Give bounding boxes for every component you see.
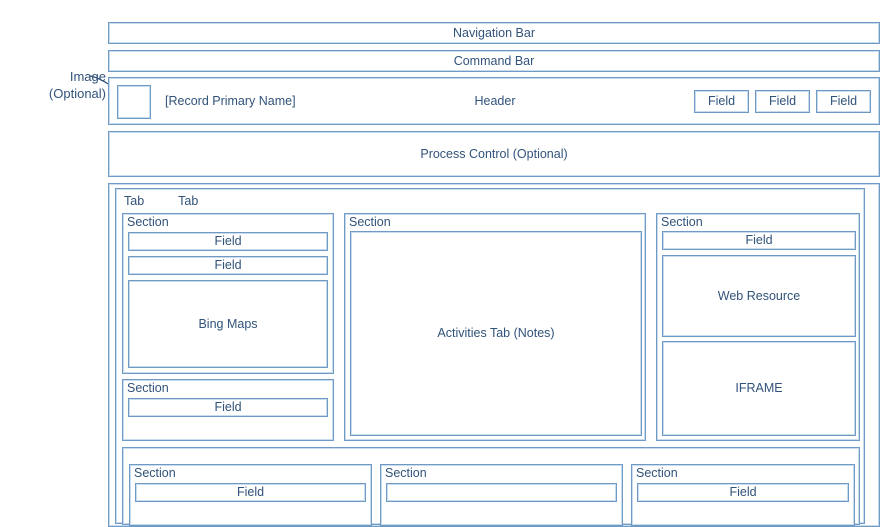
section-bottom-1-title: Section [134, 466, 176, 480]
section-left-2-field-1-label: Field [214, 400, 242, 415]
section-bottom-3: Section Field [631, 464, 855, 526]
section-bottom-3-field-1[interactable]: Field [637, 483, 849, 502]
tab-2[interactable]: Tab [178, 194, 199, 208]
section-bottom-3-title: Section [636, 466, 678, 480]
web-resource-control[interactable]: Web Resource [662, 255, 856, 337]
iframe-control[interactable]: IFRAME [662, 341, 856, 436]
header-strip: [Record Primary Name] Header Field Field… [108, 77, 880, 125]
section-bottom-1: Section Field [129, 464, 372, 526]
header-field-3-label: Field [829, 94, 858, 109]
columns-container: Section Field Field Bing Maps Section [122, 213, 860, 441]
web-resource-label: Web Resource [717, 288, 801, 303]
section-left-1-title: Section [127, 215, 169, 229]
activities-tab-label: Activities Tab (Notes) [437, 326, 555, 341]
section-bottom-2-field-1[interactable] [386, 483, 617, 502]
process-control-label: Process Control (Optional) [420, 146, 568, 161]
header-field-2-label: Field [768, 94, 797, 109]
header-field-1-label: Field [707, 94, 736, 109]
section-left-1-field-1[interactable]: Field [128, 232, 328, 251]
section-left-1-field-2-label: Field [214, 258, 242, 273]
header-field-1[interactable]: Field [694, 90, 749, 113]
form-body-inner: Tab Tab Section Field Field [115, 188, 865, 526]
header-field-2[interactable]: Field [755, 90, 810, 113]
record-image-placeholder[interactable] [117, 85, 151, 119]
column-left: Section Field Field Bing Maps Section [122, 213, 334, 441]
header-fields-group: Field Field Field [694, 90, 871, 113]
section-bottom-3-field-1-label: Field [729, 485, 757, 500]
section-left-2-field-1[interactable]: Field [128, 398, 328, 417]
navigation-bar[interactable]: Navigation Bar [108, 22, 880, 44]
tab-1[interactable]: Tab [124, 194, 145, 208]
section-middle: Section Activities Tab (Notes) [344, 213, 646, 441]
section-left-1-field-2[interactable]: Field [128, 256, 328, 275]
navigation-bar-label: Navigation Bar [453, 25, 535, 40]
header-field-3[interactable]: Field [816, 90, 871, 113]
section-right-title: Section [661, 215, 703, 229]
bing-maps-label: Bing Maps [198, 316, 258, 331]
annotation-line-2: (Optional) [48, 86, 106, 101]
section-bottom-1-field-1-label: Field [236, 485, 265, 500]
iframe-label: IFRAME [735, 381, 783, 396]
bing-maps-control[interactable]: Bing Maps [128, 280, 328, 368]
section-bottom-1-field-1[interactable]: Field [135, 483, 366, 502]
section-left-2: Section Field [122, 379, 334, 441]
process-control[interactable]: Process Control (Optional) [108, 131, 880, 177]
tab-strip: Tab Tab [124, 194, 198, 208]
form-body-outer: Tab Tab Section Field Field [108, 183, 880, 527]
section-bottom-2: Section [380, 464, 623, 526]
command-bar-label: Command Bar [453, 53, 535, 68]
section-right: Section Field Web Resource IFRAME [656, 213, 860, 441]
command-bar[interactable]: Command Bar [108, 50, 880, 72]
bottom-tab-container: Section Field Section Section Field [122, 447, 860, 526]
section-left-1-field-1-label: Field [214, 234, 242, 249]
activities-tab-control[interactable]: Activities Tab (Notes) [350, 231, 642, 436]
column-right: Section Field Web Resource IFRAME [656, 213, 860, 441]
section-right-field-1-label: Field [745, 233, 773, 248]
record-primary-name: [Record Primary Name] [165, 94, 296, 108]
section-middle-title: Section [349, 215, 391, 229]
section-left-2-title: Section [127, 381, 169, 395]
image-optional-annotation: Image (Optional) [22, 68, 106, 102]
annotation-line-1: Image [69, 69, 106, 84]
section-bottom-2-title: Section [385, 466, 427, 480]
column-middle: Section Activities Tab (Notes) [344, 213, 646, 441]
header-title: Header [474, 94, 516, 108]
section-right-field-1[interactable]: Field [662, 231, 856, 250]
section-left-1: Section Field Field Bing Maps [122, 213, 334, 374]
